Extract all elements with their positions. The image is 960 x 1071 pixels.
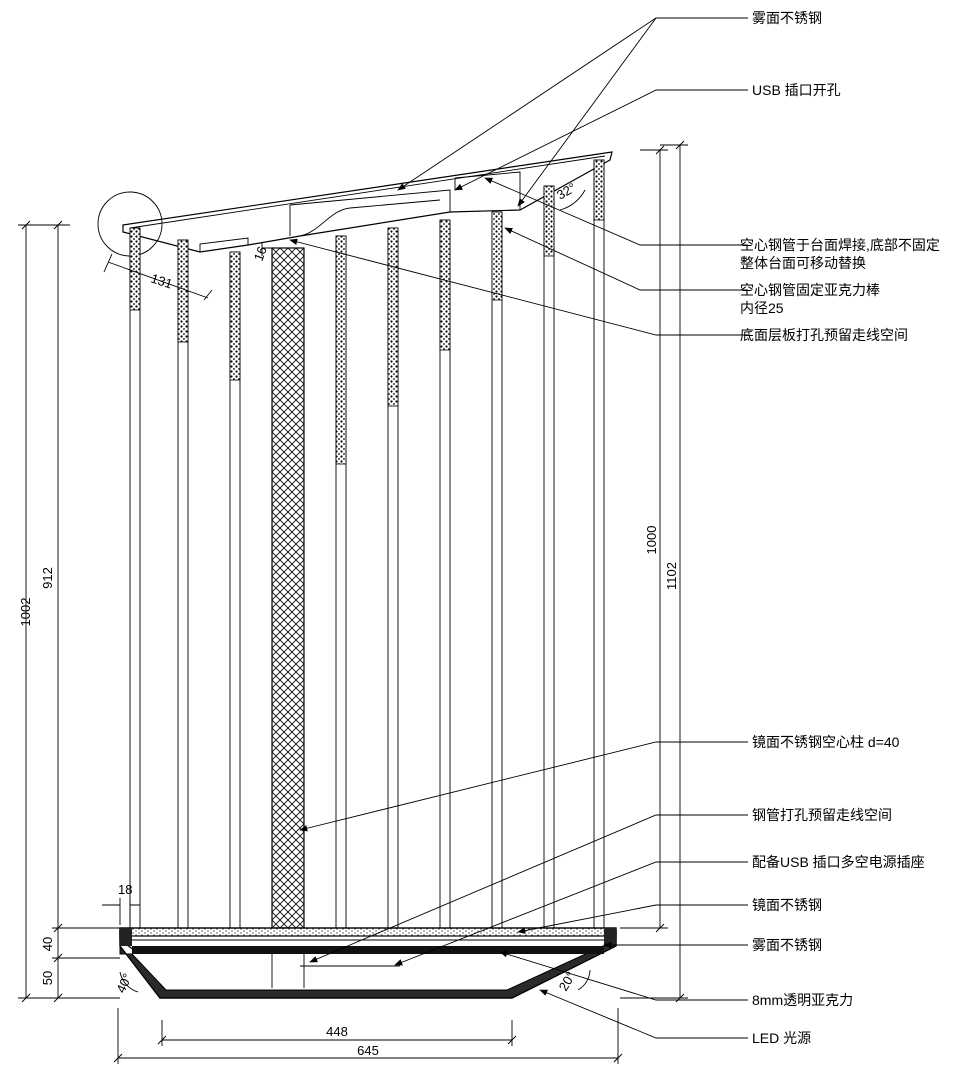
leader-lines bbox=[289, 17, 748, 1039]
label-weld-line2: 整体台面可移动替换 bbox=[740, 255, 866, 271]
label-led: LED 光源 bbox=[752, 1030, 811, 1046]
tabletop bbox=[122, 151, 613, 253]
label-acrylic-8mm: 8mm透明亚克力 bbox=[752, 992, 853, 1008]
dim-1002: 1002 bbox=[18, 598, 33, 627]
acrylic-rod bbox=[491, 211, 503, 301]
acrylic-rod bbox=[335, 235, 347, 465]
acrylic-rod bbox=[177, 239, 189, 343]
label-mirror-column: 镜面不锈钢空心柱 d=40 bbox=[752, 734, 900, 750]
label-acrylic-line2: 内径25 bbox=[740, 300, 784, 316]
acrylic-rod bbox=[543, 185, 555, 257]
post bbox=[491, 211, 503, 929]
base bbox=[119, 927, 617, 999]
dim-645: 645 bbox=[357, 1043, 379, 1058]
dim-912: 912 bbox=[40, 567, 55, 589]
dim-18: 18 bbox=[118, 882, 132, 897]
label-matte-ss-top: 雾面不锈钢 bbox=[752, 10, 822, 26]
label-mirror-ss: 镜面不锈钢 bbox=[752, 897, 822, 913]
dim-1102: 1102 bbox=[664, 562, 679, 590]
acrylic-plate bbox=[132, 946, 604, 954]
dim-32deg: 32° bbox=[554, 180, 579, 203]
dim-40: 40 bbox=[40, 937, 55, 951]
dim-16: 16 bbox=[251, 244, 270, 263]
acrylic-rod bbox=[439, 219, 451, 351]
dim-1000: 1000 bbox=[644, 526, 659, 555]
acrylic-rod bbox=[387, 227, 399, 407]
label-acrylic-line1: 空心钢管固定亚克力棒 bbox=[740, 282, 880, 298]
label-usb-socket: 配备USB 插口多空电源插座 bbox=[752, 854, 925, 870]
label-usb-hole: USB 插口开孔 bbox=[752, 82, 841, 98]
acrylic-rod bbox=[129, 227, 141, 311]
acrylic-rod bbox=[229, 251, 241, 381]
vertical-posts bbox=[129, 159, 605, 929]
base-top-plate bbox=[119, 927, 617, 937]
label-pipe-hole: 钢管打孔预留走线空间 bbox=[752, 807, 892, 823]
post bbox=[543, 185, 555, 929]
post bbox=[129, 227, 141, 929]
dim-50: 50 bbox=[40, 971, 55, 985]
label-shelf-hole: 底面层板打孔预留走线空间 bbox=[740, 327, 908, 343]
label-weld-line1: 空心钢管于台面焊接,底部不固定 bbox=[740, 237, 940, 253]
post bbox=[177, 239, 189, 929]
dimension-lines bbox=[18, 140, 688, 1064]
dim-448: 448 bbox=[326, 1024, 348, 1039]
acrylic-rod bbox=[593, 159, 605, 221]
dim-40deg: 40° bbox=[113, 971, 135, 995]
label-matte-ss-base: 雾面不锈钢 bbox=[752, 937, 822, 953]
dim-131: 131 bbox=[149, 271, 174, 292]
post bbox=[593, 159, 605, 929]
mirror-column bbox=[271, 247, 305, 929]
